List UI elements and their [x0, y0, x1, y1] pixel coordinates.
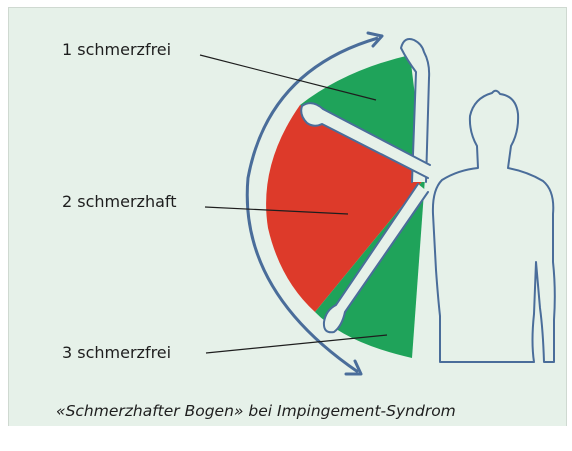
label-zone2-painful: 2 schmerzhaft [62, 194, 177, 210]
label-zone1-painfree: 1 schmerzfrei [62, 42, 171, 58]
leader-line-zone3 [206, 335, 387, 353]
label-zone3-painfree: 3 schmerzfrei [62, 345, 171, 361]
figure-caption: «Schmerzhafter Bogen» bei Impingement-Sy… [56, 404, 456, 420]
